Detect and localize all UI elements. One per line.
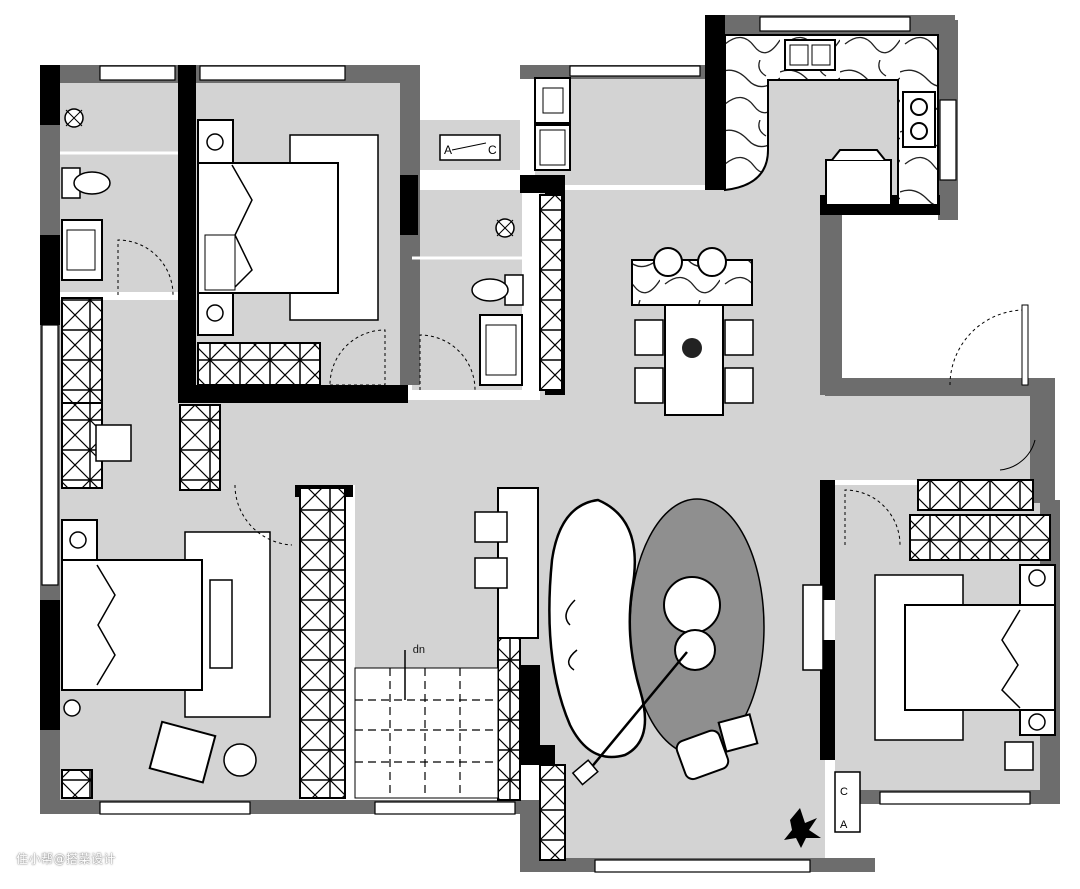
stair-up-label: up [413,644,425,656]
side-table [223,743,257,777]
watermark: 住小帮@搭菜设计 [16,852,117,866]
svg-text:C: C [840,786,848,798]
armchair-icon [148,720,217,784]
washing-machine-icon [534,77,571,171]
door-icon [844,489,901,546]
kitchen [724,34,939,206]
plant-icon [784,808,821,848]
sink-icon [61,219,103,281]
coffee-table [663,576,721,634]
entrance [949,304,1036,471]
coffee-table [674,629,716,671]
door-icon [117,239,174,296]
svg-text:A: A [840,819,848,831]
shower-icon [495,218,515,238]
armchair-icon [675,713,759,781]
door-icon [329,329,386,386]
wardrobe-icon [61,194,1051,861]
bed-icon [61,519,203,717]
bathroom-left [60,108,178,296]
door-icon [419,334,476,391]
bed-icon [904,564,1056,736]
tv-cabinet [802,584,824,671]
windows [41,16,1031,873]
balcony-top: A C [439,77,571,171]
bedroom-left-bottom [61,424,293,784]
floor-lamp [584,651,688,776]
dining-table-icon [631,247,754,416]
sink-icon [479,314,523,386]
desk [95,424,132,462]
kitchen-counter [724,34,939,206]
bathroom-middle [329,218,524,391]
sofa-icon [548,498,647,759]
svg-text:A: A [444,143,452,157]
svg-text:C: C [488,143,497,157]
stove-icon [902,91,936,148]
door-icon [949,309,1026,386]
stairs: up [354,644,499,799]
toilet-icon [61,167,111,199]
bed-icon [197,119,339,336]
bedroom-left-top [197,119,379,336]
shower-icon [64,108,84,128]
laundry-sink-icon: A C [439,134,501,161]
door-icon [234,484,293,546]
shower-icon [834,771,861,833]
fridge-icon [825,149,892,206]
main-living-floor [230,190,1035,860]
living-room [474,487,821,848]
bedroom-right: C A [802,489,1056,833]
toilet-icon [471,274,524,306]
sink-icon [784,39,836,71]
